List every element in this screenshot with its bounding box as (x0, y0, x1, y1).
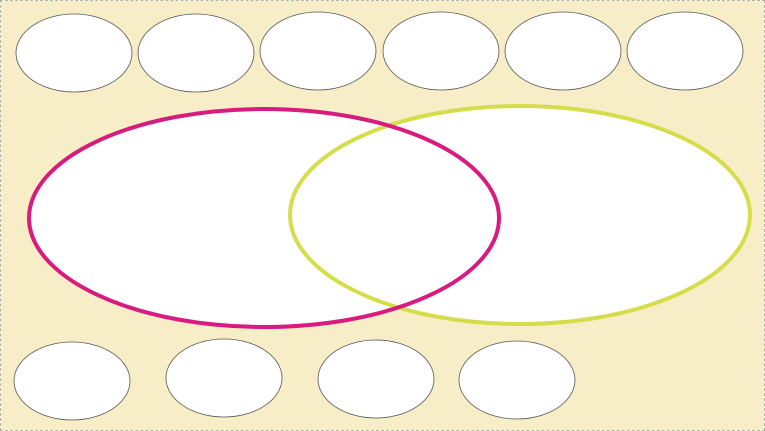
token-top-4[interactable] (382, 11, 500, 91)
token-bottom-2[interactable] (165, 338, 283, 418)
set-a-outline (27, 107, 501, 329)
venn-diagram (27, 104, 752, 329)
set-a-region[interactable] (29, 109, 499, 327)
bottom-token-row (13, 338, 576, 421)
token-top-2[interactable] (137, 13, 255, 93)
token-top-1[interactable] (15, 13, 133, 93)
token-bottom-3[interactable] (317, 339, 435, 419)
token-top-6[interactable] (626, 11, 744, 91)
token-bottom-1[interactable] (13, 341, 131, 421)
set-b-outline (288, 104, 752, 326)
token-top-5[interactable] (504, 11, 622, 91)
token-top-3[interactable] (259, 11, 377, 91)
top-token-row (15, 11, 744, 93)
token-bottom-4[interactable] (458, 340, 576, 420)
